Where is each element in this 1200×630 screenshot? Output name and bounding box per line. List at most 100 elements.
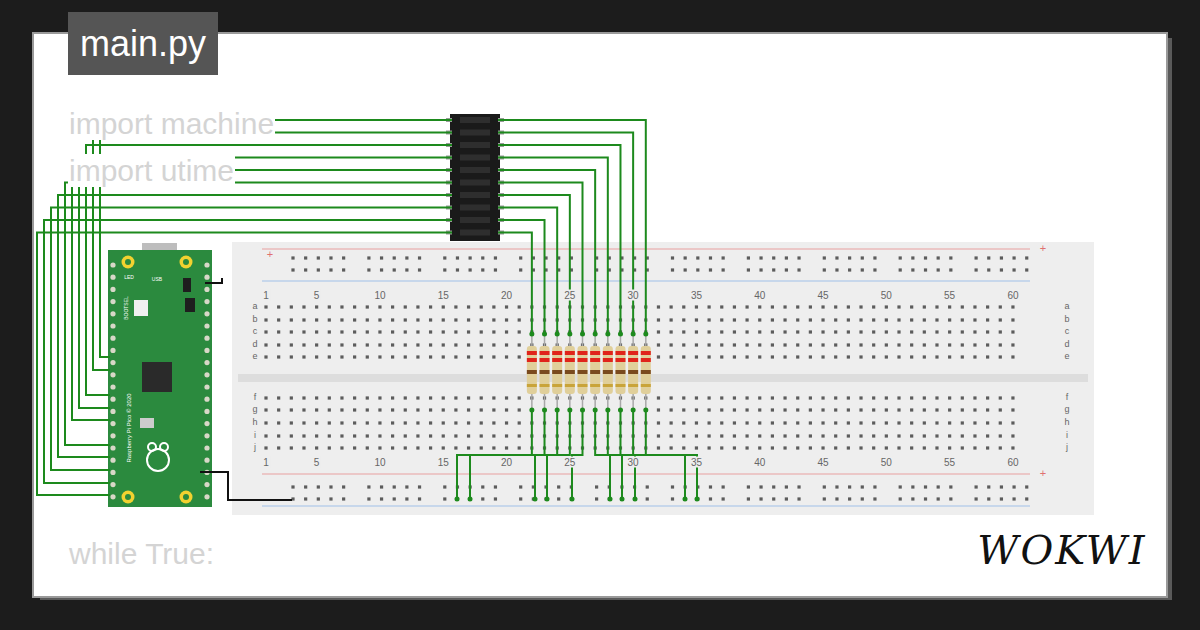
hole <box>670 355 673 358</box>
row-letter: h <box>1064 418 1069 428</box>
resistor-band <box>578 370 588 374</box>
hole <box>872 408 875 411</box>
hole <box>277 446 280 449</box>
hole <box>809 446 812 449</box>
hole <box>416 355 419 358</box>
hole <box>809 355 812 358</box>
wire-end <box>468 497 473 502</box>
rail-line-red <box>262 474 1030 475</box>
pico-pin <box>204 445 209 450</box>
hole <box>657 343 660 346</box>
resistor-band <box>540 370 550 374</box>
hole <box>480 421 483 424</box>
hole <box>809 318 812 321</box>
hole <box>986 318 989 321</box>
hole <box>973 355 976 358</box>
resistor-body <box>578 346 588 394</box>
hole <box>480 446 483 449</box>
hole <box>391 318 394 321</box>
hole <box>302 330 305 333</box>
resistor-band <box>628 351 638 355</box>
hole <box>872 446 875 449</box>
column-number: 10 <box>373 290 386 301</box>
hole <box>416 421 419 424</box>
rail-hole <box>823 485 826 488</box>
hole <box>328 318 331 321</box>
wire-end <box>618 332 623 337</box>
hole <box>340 330 343 333</box>
hole <box>783 355 786 358</box>
hole <box>290 396 293 399</box>
hole <box>973 421 976 424</box>
rail-hole <box>329 485 332 488</box>
hole <box>492 434 495 437</box>
hole <box>404 330 407 333</box>
hole <box>758 318 761 321</box>
hole <box>328 408 331 411</box>
rail-hole <box>1000 256 1003 259</box>
hole <box>935 330 938 333</box>
pico-pin <box>110 323 115 328</box>
wire-end <box>631 332 636 337</box>
hole <box>935 318 938 321</box>
wire <box>595 410 610 499</box>
rail-hole <box>709 485 712 488</box>
hole <box>429 446 432 449</box>
wire <box>498 120 646 336</box>
rail-hole <box>823 256 826 259</box>
hole <box>923 305 926 308</box>
rail-hole <box>671 497 674 500</box>
resistor-band <box>615 384 625 387</box>
chip-pin-row <box>460 117 490 123</box>
hole <box>442 421 445 424</box>
hole <box>859 305 862 308</box>
pico-pin <box>204 494 209 499</box>
rail-hole <box>481 256 484 259</box>
resistor-band <box>628 370 638 374</box>
hole <box>948 355 951 358</box>
rail-hole <box>494 256 497 259</box>
rail-sign: + <box>1040 242 1046 254</box>
hole <box>467 421 470 424</box>
hole <box>442 343 445 346</box>
pico-pin <box>204 397 209 402</box>
mounting-hole <box>122 256 135 269</box>
hole <box>859 330 862 333</box>
hole <box>340 408 343 411</box>
hole <box>872 305 875 308</box>
wire <box>498 208 557 337</box>
hole <box>885 396 888 399</box>
hole <box>277 421 280 424</box>
hole <box>935 434 938 437</box>
rail-hole <box>899 256 902 259</box>
hole <box>328 343 331 346</box>
column-number: 50 <box>880 290 893 301</box>
hole <box>328 355 331 358</box>
hole <box>897 318 900 321</box>
hole <box>910 343 913 346</box>
hole <box>391 343 394 346</box>
rail-hole <box>405 497 408 500</box>
column-number: 20 <box>500 457 513 468</box>
hole <box>340 434 343 437</box>
resistor-band <box>641 384 651 387</box>
hole <box>442 446 445 449</box>
wires <box>37 120 700 502</box>
rail-hole <box>975 256 978 259</box>
rail-hole <box>329 268 332 271</box>
column-number: 35 <box>690 457 703 468</box>
hole <box>758 421 761 424</box>
code-line: while True: <box>68 537 215 570</box>
hole <box>733 343 736 346</box>
pico-pin <box>110 433 115 438</box>
hole <box>809 421 812 424</box>
wire <box>58 195 452 457</box>
wire <box>572 410 583 499</box>
hole <box>454 305 457 308</box>
hole <box>657 446 660 449</box>
hole <box>657 318 660 321</box>
pico-pin <box>204 299 209 304</box>
hole <box>492 446 495 449</box>
wire-end <box>608 497 613 502</box>
rail-hole <box>722 485 725 488</box>
